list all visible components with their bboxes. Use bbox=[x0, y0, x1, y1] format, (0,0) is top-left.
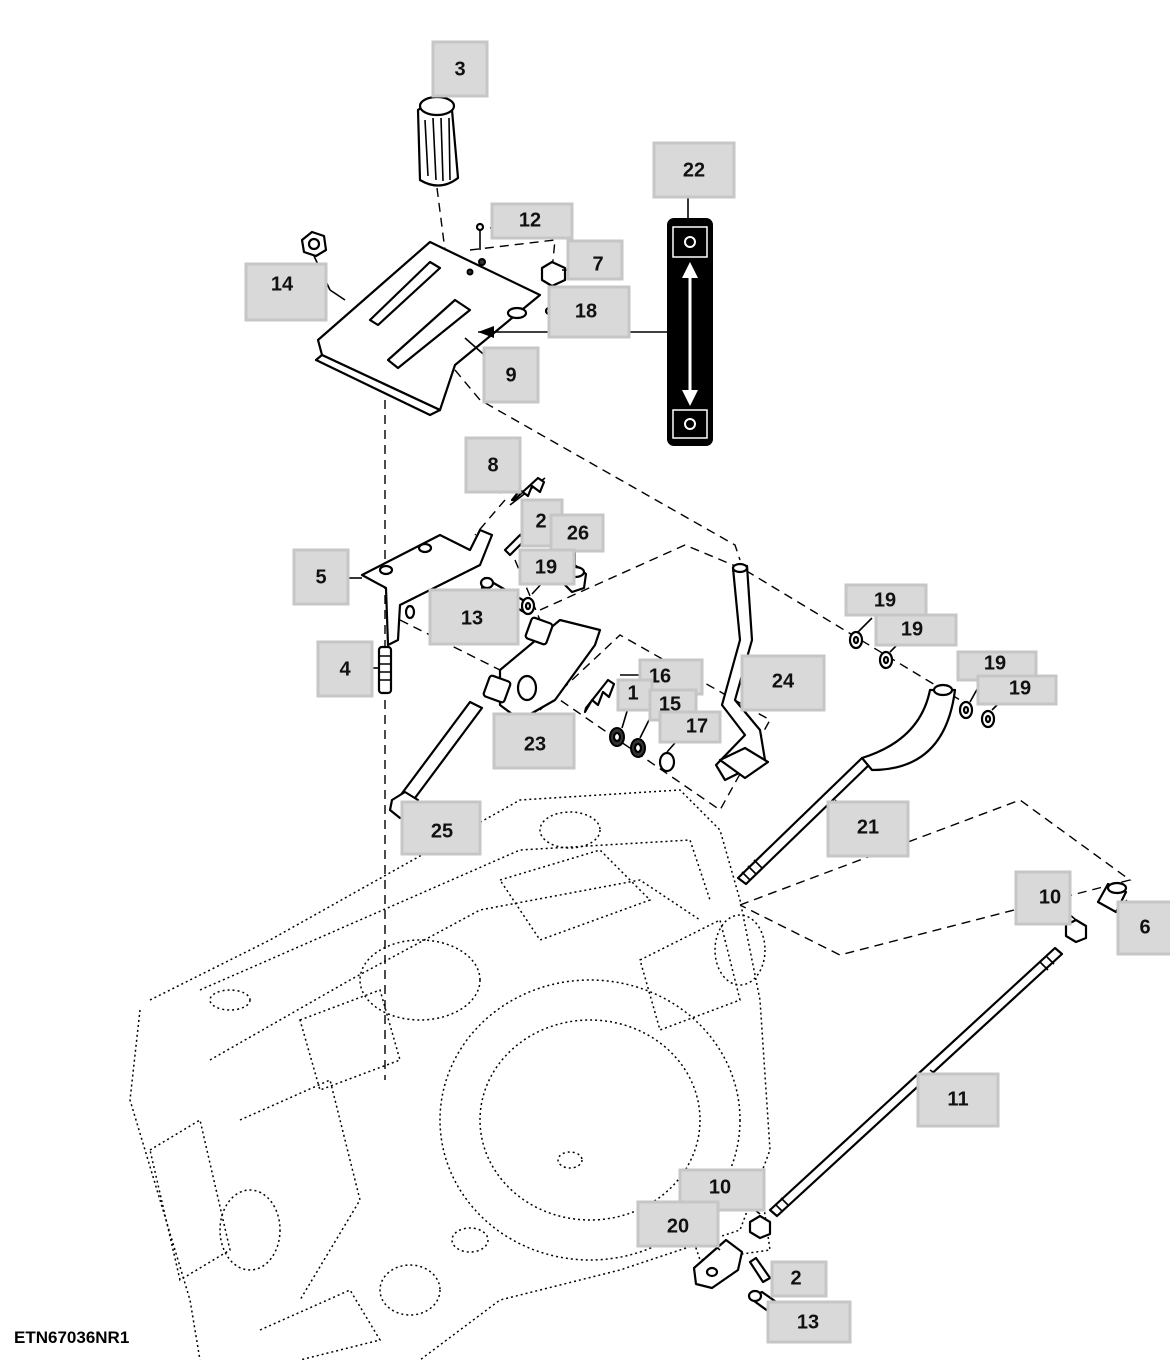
callout-23: 23 bbox=[492, 712, 576, 770]
callout-10-top: 10 bbox=[1014, 870, 1072, 926]
callout-label: 19 bbox=[874, 589, 896, 611]
callout-18: 18 bbox=[547, 285, 631, 339]
callout-26: 26 bbox=[549, 513, 605, 553]
callout-label: 19 bbox=[984, 652, 1006, 674]
callout-label: 16 bbox=[649, 665, 671, 687]
figure-code: ETN67036NR1 bbox=[14, 1328, 130, 1347]
transmission-housing bbox=[129, 789, 771, 1361]
callout-label: 15 bbox=[659, 693, 681, 715]
callout-label: 1 bbox=[627, 682, 638, 704]
callout-label: 24 bbox=[772, 670, 795, 692]
callout-2-bottom: 2 bbox=[770, 1260, 828, 1298]
callout-label: 22 bbox=[683, 159, 705, 181]
callout-label: 11 bbox=[947, 1088, 968, 1110]
shift-decal bbox=[478, 218, 713, 446]
callout-19-a: 19 bbox=[518, 548, 576, 586]
callout-label: 10 bbox=[1039, 886, 1061, 908]
screw bbox=[475, 222, 485, 250]
clip bbox=[540, 260, 567, 288]
washer-stack bbox=[609, 727, 676, 773]
callout-label: 3 bbox=[454, 58, 465, 80]
washer bbox=[520, 596, 536, 616]
callout-label: 19 bbox=[901, 618, 923, 640]
nut bbox=[300, 230, 328, 258]
callout-25: 25 bbox=[400, 800, 482, 856]
callout-label: 20 bbox=[667, 1215, 689, 1237]
callout-24: 24 bbox=[740, 654, 826, 712]
callout-label: 4 bbox=[339, 658, 351, 680]
callout-label: 12 bbox=[519, 209, 541, 231]
callout-label: 13 bbox=[797, 1311, 819, 1333]
callout-label: 17 bbox=[686, 715, 708, 737]
bracket bbox=[360, 528, 494, 647]
callout-14: 14 bbox=[244, 262, 328, 322]
callout-label: 19 bbox=[1009, 677, 1031, 699]
callout-label: 19 bbox=[535, 556, 557, 578]
stud bbox=[377, 645, 393, 695]
long-rod bbox=[768, 946, 1064, 1218]
callout-1: 1 bbox=[616, 678, 654, 712]
callout-21: 21 bbox=[826, 800, 910, 858]
shift-rod-arc bbox=[736, 683, 957, 886]
callout-4: 4 bbox=[316, 640, 374, 698]
callout-8: 8 bbox=[464, 436, 522, 494]
callout-label: 21 bbox=[857, 816, 879, 838]
callout-13-bottom: 13 bbox=[766, 1300, 852, 1344]
callout-7: 7 bbox=[566, 239, 624, 281]
washer-set bbox=[848, 630, 996, 729]
callout-19-c: 19 bbox=[874, 613, 958, 647]
callout-label: 2 bbox=[790, 1267, 801, 1289]
callout-6: 6 bbox=[1116, 900, 1170, 956]
callout-3: 3 bbox=[431, 40, 489, 98]
callout-label: 6 bbox=[1139, 916, 1150, 938]
callout-label: 5 bbox=[315, 566, 326, 588]
callout-label: 8 bbox=[487, 454, 498, 476]
callout-20: 20 bbox=[636, 1200, 720, 1248]
shift-knob bbox=[416, 95, 460, 187]
callout-label: 18 bbox=[575, 300, 597, 322]
callout-label: 7 bbox=[592, 253, 603, 275]
spring bbox=[509, 476, 546, 506]
callout-13-top: 13 bbox=[428, 588, 520, 646]
callout-label: 23 bbox=[524, 733, 546, 755]
lever-assembly bbox=[482, 616, 602, 722]
callout-label: 13 bbox=[461, 607, 483, 629]
callout-9: 9 bbox=[482, 346, 540, 404]
callout-label: 2 bbox=[535, 510, 546, 532]
callout-label: 10 bbox=[709, 1176, 731, 1198]
callout-5: 5 bbox=[292, 548, 350, 606]
shift-plate bbox=[314, 240, 542, 417]
callout-label: 9 bbox=[505, 364, 516, 386]
callout-22: 22 bbox=[652, 141, 736, 199]
callout-label: 25 bbox=[431, 820, 453, 842]
callout-11: 11 bbox=[916, 1072, 1000, 1128]
callout-label: 26 bbox=[567, 522, 589, 544]
clevis-assembly bbox=[692, 1214, 784, 1316]
callout-label: 14 bbox=[271, 273, 294, 295]
spring-small bbox=[583, 678, 616, 714]
callout-17: 17 bbox=[658, 710, 722, 744]
callout-19-b: 19 bbox=[844, 583, 928, 617]
callout-12: 12 bbox=[490, 202, 574, 240]
callout-19-e: 19 bbox=[976, 674, 1058, 706]
